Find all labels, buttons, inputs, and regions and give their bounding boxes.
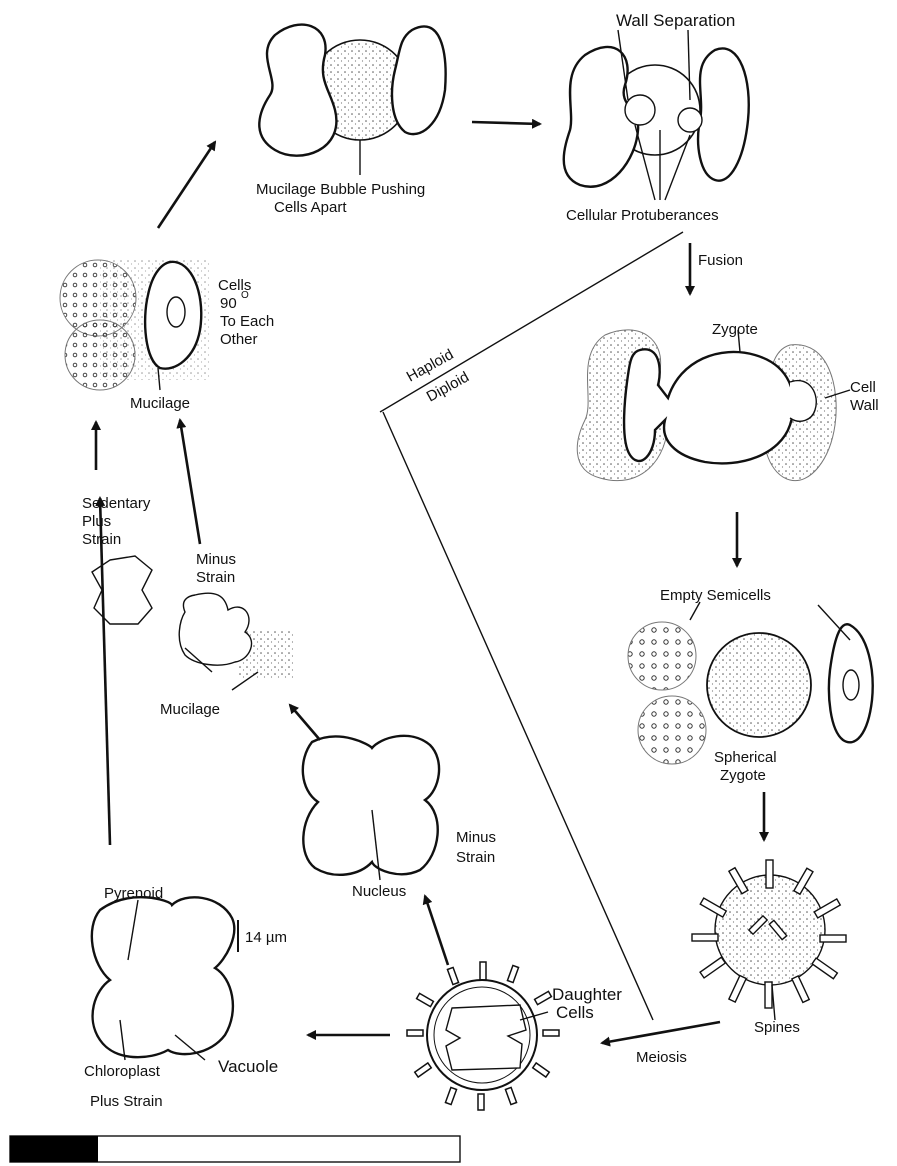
label-mucilage-mid: Mucilage: [160, 701, 220, 718]
label-wall-separation: Wall Separation: [616, 11, 735, 30]
label-spines: Spines: [754, 1019, 800, 1036]
label-mucilage-bubble-1: Mucilage Bubble Pushing: [256, 181, 425, 198]
label-cells-90-2: 90: [220, 295, 237, 312]
label-minus-strain-lower-2: Strain: [456, 849, 495, 866]
minus-strain-large-cell: [303, 736, 439, 880]
label-minus-strain-1: Minus: [196, 551, 236, 568]
daughter-cells-stage: [407, 962, 559, 1110]
plus-strain-large-cell: [92, 897, 238, 1060]
label-cell-wall-2: Wall: [850, 397, 879, 414]
label-cell-wall-1: Cell: [850, 379, 876, 396]
label-minus-strain-2: Strain: [196, 569, 235, 586]
mucilage-bubble-stage: [259, 25, 445, 175]
label-daughter-cells-1: Daughter: [552, 985, 622, 1004]
empty-semicells-stage: [628, 602, 873, 764]
label-minus-strain-lower-1: Minus: [456, 829, 496, 846]
label-spherical-zygote-1: Spherical: [714, 749, 777, 766]
label-mucilage-bubble-2: Cells Apart: [274, 199, 347, 216]
zygote-stage: [577, 330, 850, 481]
label-plus-strain: Plus Strain: [90, 1093, 163, 1110]
label-sedentary-3: Strain: [82, 531, 121, 548]
wall-separation-stage: [564, 30, 749, 200]
cells-90-stage: [60, 260, 210, 390]
label-nucleus: Nucleus: [352, 883, 406, 900]
label-spherical-zygote-2: Zygote: [720, 767, 766, 784]
label-pyrenoid: Pyrenoid: [104, 885, 163, 902]
label-cells-90-sup: O: [241, 290, 249, 301]
minus-strain-cell: [179, 593, 293, 690]
label-zygote: Zygote: [712, 321, 758, 338]
label-fusion: Fusion: [698, 252, 743, 269]
spiny-zygote-stage: [692, 860, 846, 1020]
label-scale: 14 µm: [245, 929, 287, 946]
label-sedentary-1: Sedentary: [82, 495, 151, 512]
label-cells-90-3: To Each: [220, 313, 274, 330]
label-daughter-cells-2: Cells: [556, 1003, 594, 1022]
label-cellular-protuberances: Cellular Protuberances: [566, 207, 719, 224]
label-mucilage-top: Mucilage: [130, 395, 190, 412]
label-cells-90-4: Other: [220, 331, 258, 348]
label-meiosis: Meiosis: [636, 1049, 687, 1066]
bottom-scale-box: [10, 1136, 460, 1162]
label-chloroplast: Chloroplast: [84, 1063, 161, 1080]
label-vacuole: Vacuole: [218, 1057, 278, 1076]
label-sedentary-2: Plus: [82, 513, 111, 530]
label-empty-semicells: Empty Semicells: [660, 587, 771, 604]
